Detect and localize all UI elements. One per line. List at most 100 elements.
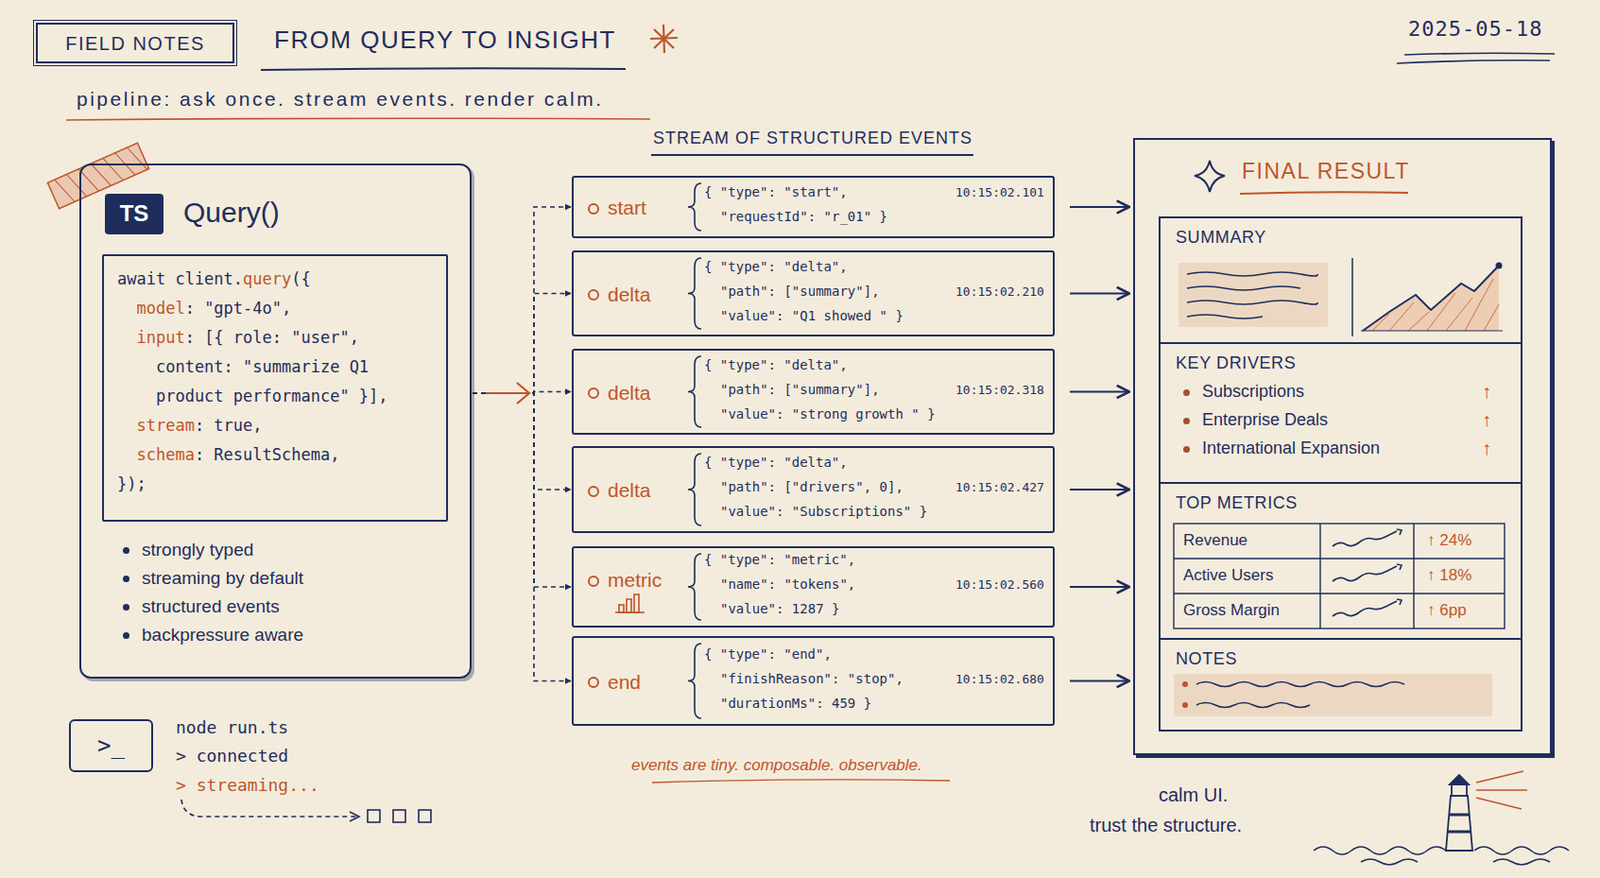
metric-name: Revenue [1183, 531, 1248, 551]
summary-chart [1496, 262, 1503, 270]
code-token: }); [117, 474, 147, 494]
events-underline [652, 779, 950, 783]
event-json: { "type": "start", [704, 184, 848, 201]
event-json: "durationMs": 459 } [720, 695, 872, 712]
code-token: : true, [194, 415, 263, 435]
flow-arrow [1069, 488, 1130, 491]
badge-text: TS [120, 200, 150, 228]
sparkline [1332, 529, 1402, 547]
note: calm UI. [1158, 783, 1228, 807]
section-heading: NOTES [1175, 649, 1238, 671]
metric-value: ↑ 18% [1427, 566, 1472, 585]
lighthouse [1451, 784, 1467, 796]
terminal-trail [393, 809, 406, 823]
result-underline [1239, 191, 1409, 194]
json-brace [688, 183, 702, 719]
feature-bullet: structured events [141, 596, 280, 619]
json-brace [688, 453, 702, 526]
result-star [1194, 160, 1225, 192]
summary-chart [1360, 329, 1503, 331]
event-json: { "type": "metric", [704, 551, 856, 568]
section-heading: KEY DRIVERS [1175, 353, 1296, 375]
event-timestamp: 10:15:02.680 [955, 671, 1045, 688]
event-box: delta{ "type": "delta","path": ["drivers… [571, 446, 1055, 534]
code-token: input [136, 327, 185, 347]
event-json: { "type": "end", [704, 646, 832, 663]
code-line: content: "summarize Q1 [117, 357, 369, 377]
terminal-line: > streaming... [175, 774, 320, 796]
flow-arrow [1069, 390, 1130, 393]
event-json: "value": 1287 } [720, 601, 840, 618]
ts-badge: TS [104, 193, 164, 235]
event-type: end [607, 670, 641, 694]
event-json: "value": "strong growth " } [720, 406, 936, 423]
date-underline [1396, 60, 1550, 64]
waves [1313, 846, 1569, 865]
code-token: product performance" }], [155, 386, 389, 406]
code-token: schema [136, 445, 194, 465]
event-json: "path": ["drivers", 0], [720, 479, 904, 496]
dashed-branch [472, 206, 571, 394]
terminal-trail [181, 799, 358, 817]
query-arrow [485, 382, 530, 404]
event-box: metric { "type": "metric", "name": "tokens… [571, 546, 1055, 628]
metrics-table-grid [1173, 523, 1505, 629]
metric-value: ↑ 6pp [1427, 601, 1467, 620]
lighthouse [1445, 771, 1528, 851]
code-token: ({ [291, 269, 310, 289]
note: trust the structure. [1089, 813, 1242, 837]
lighthouse [1476, 771, 1528, 809]
terminal-trail [367, 809, 380, 823]
column-heading: STREAM OF STRUCTURED EVENTS [653, 128, 973, 150]
event-type: delta [607, 478, 652, 502]
metrics-table-grid [1173, 523, 1505, 629]
notes-sketch [1196, 682, 1405, 708]
terminal-icon: >_ [68, 719, 154, 773]
metric-bar-icon [634, 594, 639, 613]
event-json: "name": "tokens", [720, 576, 856, 593]
up-arrow: ↑ [1481, 436, 1492, 460]
driver-item: Subscriptions [1202, 381, 1305, 403]
lighthouse [1449, 774, 1469, 785]
terminal-trail [418, 809, 431, 823]
event-timestamp: 10:15:02.318 [955, 382, 1045, 398]
prompt-symbol: >_ [97, 732, 125, 760]
event-box: delta{ "type": "delta","path": ["summary… [571, 250, 1055, 337]
event-json: "requestId": "r_01" } [720, 208, 888, 225]
event-timestamp: 10:15:02.560 [955, 577, 1045, 593]
up-arrow: ↑ [1481, 379, 1492, 403]
notes-sketch [1182, 702, 1188, 708]
json-brace [688, 183, 702, 231]
code-line: stream: true, [117, 415, 263, 435]
event-box: delta{ "type": "delta","path": ["summary… [571, 348, 1055, 435]
event-type: start [607, 195, 647, 220]
event-json: "path": ["summary"], [720, 283, 880, 300]
event-json: "value": "Q1 showed " } [720, 308, 904, 325]
code-token: content: "summarize Q1 [155, 357, 369, 377]
pipeline-underline [66, 118, 651, 121]
summary-chart [1360, 262, 1503, 332]
metric-name: Active Users [1183, 566, 1274, 585]
code-token: await client. [117, 269, 243, 289]
events-underline [652, 779, 950, 783]
title-underline [260, 68, 626, 70]
metric-bar-icon [619, 604, 624, 613]
event-json: { "type": "delta", [704, 357, 848, 374]
metrics-section: TOP METRICSRevenue↑ 24%Active Users↑ 18%… [1158, 481, 1523, 640]
code-line: }); [117, 474, 147, 494]
tag-box: FIELD NOTES [35, 22, 235, 64]
event-timestamp: 10:15:02.101 [955, 185, 1045, 201]
summary-text-sketch [1178, 262, 1328, 327]
terminal-line: > connected [175, 745, 289, 767]
driver-item: Enterprise Deals [1202, 410, 1328, 431]
event-type: metric [607, 567, 662, 592]
code-line: model: "gpt-4o", [117, 298, 292, 318]
note: events are tiny. composable. observable. [631, 756, 923, 775]
event-box: start { "type": "start", "requestId": "r_0… [571, 175, 1055, 239]
title-star [650, 24, 678, 53]
event-type: delta [607, 282, 652, 307]
dashed-branch [472, 293, 571, 395]
result-panel: SUMMARYKEY DRIVERSSubscriptions↑Enterpri… [1133, 137, 1552, 756]
stream-heading-underline [651, 154, 974, 156]
flow-arrow [1069, 206, 1130, 208]
